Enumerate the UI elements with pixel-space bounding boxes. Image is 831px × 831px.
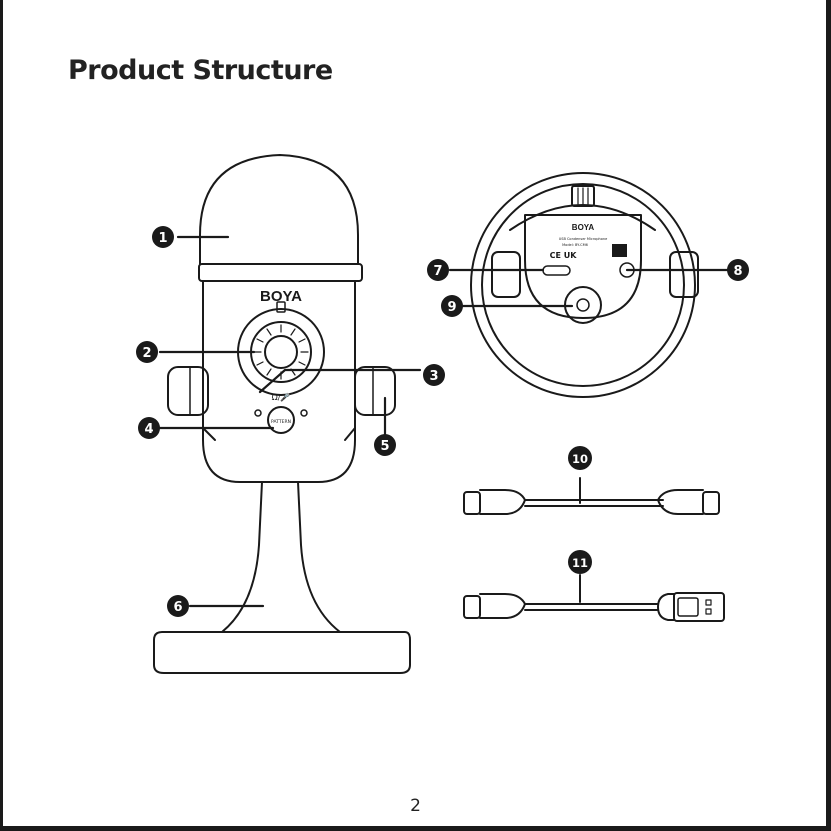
- mic-bottom-model-line: USB Condenser Microphone: [559, 237, 608, 241]
- mic-stand-base: [154, 632, 410, 673]
- callout-7-label: 7: [433, 264, 442, 279]
- callout-9-label: 9: [447, 300, 456, 315]
- mic-head: [200, 155, 358, 264]
- pattern-led-left: [255, 410, 261, 416]
- microphone-front-illustration: [154, 155, 410, 673]
- callout-6-label: 6: [173, 600, 182, 615]
- pattern-led-right: [301, 410, 307, 416]
- mic-bottom-cert-marks: CE UK: [550, 251, 578, 260]
- mic-gain-knob-center: [265, 336, 297, 368]
- mic-bottom-knob-left: [492, 252, 520, 297]
- qr-code-icon: [612, 244, 627, 257]
- usb-c-to-usb-a-cable-icon: [464, 575, 724, 621]
- mic-stand-neck-right: [298, 482, 340, 632]
- callout-11-label: 11: [572, 556, 588, 570]
- page-number: 2: [0, 796, 831, 816]
- callout-3-label: 3: [429, 369, 438, 384]
- mic-mode-label: Ω/🎤: [272, 392, 291, 402]
- callout-8-label: 8: [733, 264, 742, 279]
- callout-2-label: 2: [142, 346, 151, 361]
- callout-10-label: 10: [572, 452, 588, 466]
- mic-side-knob-right: [355, 367, 395, 415]
- mic-bottom-brand-label: BOYA: [572, 223, 595, 232]
- microphone-bottom-illustration: [471, 173, 698, 397]
- usb-c-port: [543, 266, 570, 275]
- mic-bottom-model-number: Model: BY-CM6: [562, 243, 588, 247]
- callout-4-label: 4: [144, 422, 153, 437]
- mic-stand-neck-left: [222, 482, 262, 632]
- callout-5-label: 5: [380, 439, 389, 454]
- callout-leader-lines: [160, 237, 727, 606]
- mic-band: [199, 264, 362, 281]
- mic-brand-label: BOYA: [260, 288, 302, 305]
- pattern-button-label: PATTERN: [271, 419, 291, 425]
- usb-c-to-usb-c-cable-icon: [464, 478, 719, 514]
- callout-1-label: 1: [158, 231, 167, 246]
